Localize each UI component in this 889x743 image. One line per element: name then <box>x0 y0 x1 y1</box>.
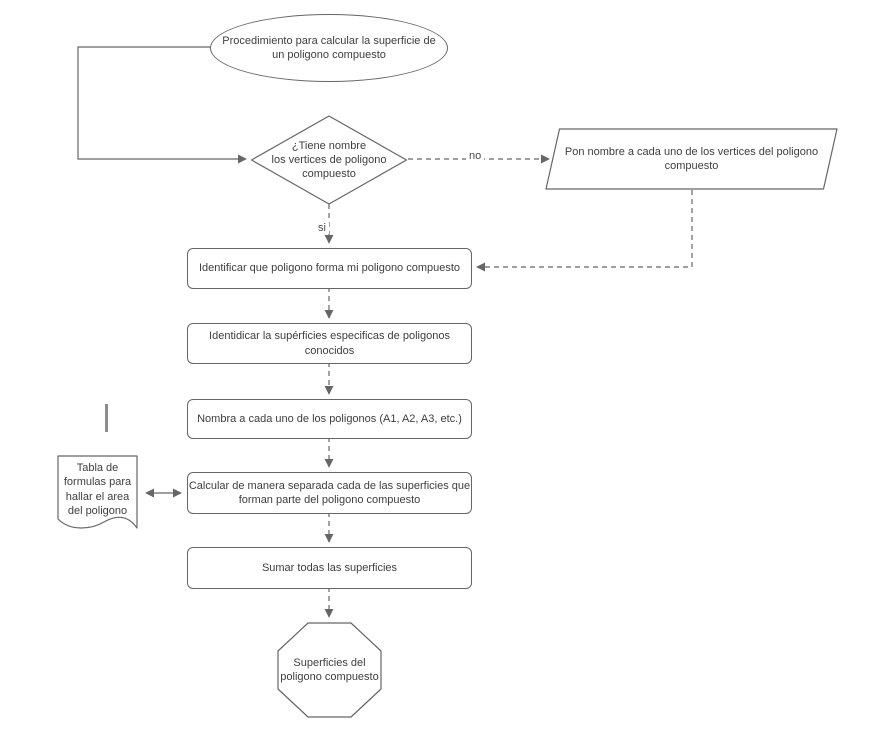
node-name-vertices[interactable]: Pon nombre a cada uno de los vertices de… <box>545 128 838 190</box>
node-name-vertices-label: Pon nombre a cada uno de los vertices de… <box>564 145 819 172</box>
node-end-label: Superficies del poligono compuesto <box>280 656 379 683</box>
parallelogram-shape-icon <box>545 128 838 190</box>
node-formulas-table-label: Tabla de formulas para hallar el area de… <box>63 462 132 517</box>
node-name-polygons-label: Nombra a cada uno de los poligonos (A1, … <box>197 412 462 425</box>
node-decision[interactable]: ¿Tiene nombre los vertices de poligono c… <box>250 115 408 205</box>
node-formulas-table[interactable]: Tabla de formulas para hallar el area de… <box>57 455 138 535</box>
node-start[interactable]: Procedimiento para calcular la superfici… <box>210 14 448 82</box>
node-identify-surfaces[interactable]: Identidicar la supérficies especificas d… <box>187 323 472 364</box>
node-sum-surfaces[interactable]: Sumar todas las superficies <box>187 547 472 589</box>
edge-label-si: si <box>315 222 329 234</box>
node-identify-polygons-label: Identificar que poligono forma mi poligo… <box>198 262 461 275</box>
edge-label-no: no <box>466 150 485 162</box>
edge-start-to-decision[interactable] <box>77 46 247 164</box>
diamond-shape-icon <box>250 115 408 205</box>
node-calculate-surfaces[interactable]: Calcular de manera separada cada de las … <box>187 472 472 514</box>
node-name-polygons[interactable]: Nombra a cada uno de los poligonos (A1, … <box>187 399 472 439</box>
stray-cursor-mark <box>105 404 108 432</box>
node-identify-surfaces-label: Identidicar la supérficies especificas d… <box>209 330 450 357</box>
node-calculate-surfaces-label: Calcular de manera separada cada de las … <box>188 479 471 506</box>
node-start-label: Procedimiento para calcular la superfici… <box>222 34 436 61</box>
edge-name-vertices-to-identify[interactable] <box>476 190 693 272</box>
node-decision-label: ¿Tiene nombre los vertices de poligono c… <box>271 139 387 181</box>
node-identify-polygons[interactable]: Identificar que poligono forma mi poligo… <box>187 248 472 289</box>
octagon-shape-icon <box>277 622 382 718</box>
node-sum-surfaces-label: Sumar todas las superficies <box>261 561 398 574</box>
document-shape-icon <box>57 455 138 529</box>
node-end[interactable]: Superficies del poligono compuesto <box>277 622 382 718</box>
